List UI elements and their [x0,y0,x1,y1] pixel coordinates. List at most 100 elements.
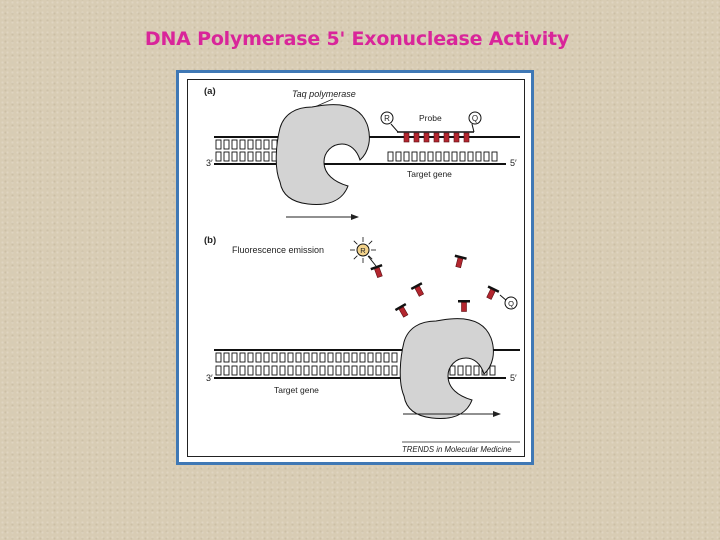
base-pair [279,365,286,376]
base-pair [311,365,318,376]
probe-label: Probe [419,113,442,123]
emission-rays [350,237,376,263]
base-pair [247,365,254,376]
base-pair [375,365,382,376]
base-pair [271,352,278,363]
base-pairs-bottom-a [215,151,498,162]
reporter-circle-b [356,243,370,257]
base-pair [287,365,294,376]
base-pair [443,151,450,162]
figure-panel: (a) Taq polymerase R Probe Q [187,79,525,457]
base-pair [411,151,418,162]
base-pair [459,151,466,162]
base-pair [375,352,382,363]
base-pair [247,139,254,150]
base-pair [451,151,458,162]
taq-polymerase-label: Taq polymerase [292,89,356,99]
reporter-circle-a [380,111,394,125]
base-pair [263,352,270,363]
probe-base [433,132,440,143]
probe-base [423,132,430,143]
base-pair [255,352,262,363]
dna-polymerase-diagram: (a) Taq polymerase R Probe Q [204,86,520,454]
probe-fragment [394,303,409,318]
emission-ray [368,240,373,245]
base-pair [391,365,398,376]
quencher-linker [471,123,475,133]
base-pair [271,365,278,376]
base-pair [239,151,246,162]
base-pair [473,365,480,376]
probe-base [443,132,450,143]
base-pair [351,365,358,376]
base-pair [359,365,366,376]
base-pair [367,352,374,363]
base-pair [239,365,246,376]
target-gene-label-b: Target gene [274,385,319,395]
base-pair [427,151,434,162]
base-pair [483,151,490,162]
probe-fragment [486,285,500,300]
base-pair [449,365,456,376]
probe-base [403,132,410,143]
base-pair [255,151,262,162]
probe-base [453,132,460,143]
base-pair [223,352,230,363]
base-pair [343,352,350,363]
base-pair [319,352,326,363]
base-pair [255,365,262,376]
base-pair [223,151,230,162]
figure-credit: TRENDS in Molecular Medicine [402,445,512,454]
released-quencher: Q [499,294,518,310]
base-pair [231,139,238,150]
base-pair [457,365,464,376]
three-prime-label-b: 3′ [206,373,213,383]
base-pair [255,139,262,150]
base-pair [247,352,254,363]
base-pair [419,151,426,162]
base-pairs-top-b [215,352,398,363]
quencher-circle-a [468,111,482,125]
base-pair [387,151,394,162]
probe-fragment [454,254,467,269]
base-pair [383,365,390,376]
fluorescence-emission-label: Fluorescence emission [232,245,324,255]
base-pair [231,352,238,363]
probe-fragment [410,282,425,297]
base-pair [319,365,326,376]
base-pair [287,352,294,363]
taq-polymerase-a [275,104,370,205]
base-pair [223,139,230,150]
probe-base [463,132,470,143]
base-pair [367,365,374,376]
reporter-linker [390,123,399,133]
base-pair [223,365,230,376]
five-prime-label-a: 5′ [510,158,517,168]
base-pair [215,139,222,150]
base-pair [231,365,238,376]
base-pair [489,365,496,376]
base-pair [465,365,472,376]
base-pairs-bottom-b [215,365,496,376]
base-pair [467,151,474,162]
probe-base [413,132,420,143]
base-pair [215,151,222,162]
emission-ray [368,255,373,260]
panel-b-label: (b) [204,235,216,246]
three-prime-label-a: 3′ [206,158,213,168]
base-pair [435,151,442,162]
quencher-circle-b [504,296,518,310]
base-pair [391,352,398,363]
panel-a: (a) Taq polymerase R Probe Q [204,86,520,220]
probe-fragment [458,300,470,312]
base-pair [295,352,302,363]
base-pair [395,151,402,162]
reporter-label-b: R [360,246,366,255]
five-prime-label-b: 5′ [510,373,517,383]
base-pair [327,352,334,363]
base-pair [335,365,342,376]
quencher-label-a: Q [472,114,478,123]
base-pair [239,139,246,150]
base-pair [295,365,302,376]
base-pair [263,365,270,376]
